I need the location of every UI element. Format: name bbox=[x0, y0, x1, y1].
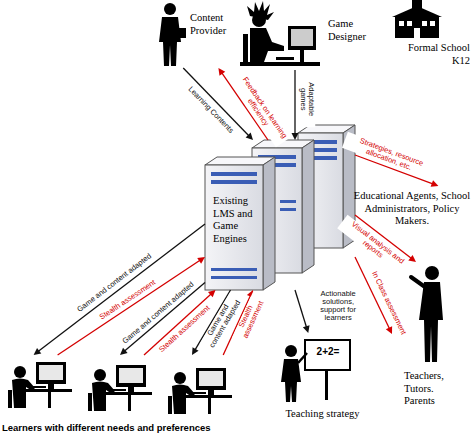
drive-bay bbox=[211, 276, 257, 279]
board-text: 2+2= bbox=[309, 346, 347, 358]
flow-line bbox=[294, 70, 295, 134]
flow-arrow bbox=[295, 290, 310, 333]
node-label: Existing LMS and Game Engines bbox=[213, 195, 263, 245]
school-building bbox=[392, 0, 442, 38]
arrowhead bbox=[303, 325, 310, 333]
drive-bay bbox=[211, 180, 257, 184]
learner-figure bbox=[8, 362, 72, 408]
server-side bbox=[302, 140, 314, 273]
node-label: Formal School K12 bbox=[400, 42, 470, 67]
node-label: Teaching strategy bbox=[275, 408, 370, 421]
stakeholder-group: Educational Agents, School Administrator… bbox=[352, 186, 472, 236]
learner-figure bbox=[88, 365, 152, 411]
pointing-arm bbox=[411, 277, 425, 287]
learners-group: Learners with different needs and prefer… bbox=[0, 355, 240, 440]
node-label: Game Designer bbox=[328, 18, 372, 43]
flow-label: Game and content adapted bbox=[120, 280, 196, 347]
school-region: Formal School K12 bbox=[372, 2, 472, 70]
flow-arrow bbox=[292, 70, 299, 140]
monitor-stand bbox=[300, 50, 304, 62]
node-label: Content Provider bbox=[190, 12, 244, 37]
walls bbox=[395, 17, 439, 38]
drive-bay bbox=[280, 208, 296, 211]
monitor bbox=[288, 26, 316, 50]
arrowhead bbox=[431, 180, 439, 187]
game-designer: Game Designer bbox=[232, 0, 372, 70]
tower bbox=[412, 0, 422, 10]
node-label: Teachers, Tutors. Parents bbox=[404, 370, 466, 408]
flow-label: Feedback on learning efficiency bbox=[232, 74, 290, 148]
head bbox=[285, 345, 297, 357]
content-provider-figure bbox=[159, 3, 186, 66]
drive-bay bbox=[280, 200, 296, 203]
arrowhead bbox=[120, 348, 128, 355]
content-provider: Content Provider bbox=[150, 0, 245, 68]
body bbox=[250, 28, 284, 62]
flow-label: Learning Contents bbox=[185, 85, 235, 136]
folder bbox=[178, 28, 186, 38]
pointer bbox=[298, 353, 307, 363]
desk bbox=[240, 62, 320, 66]
server-side bbox=[263, 157, 275, 290]
head bbox=[425, 266, 439, 280]
teacher-figure bbox=[411, 266, 443, 362]
arrowhead bbox=[208, 290, 216, 297]
body bbox=[159, 17, 181, 66]
node-label: Learners with different needs and prefer… bbox=[2, 422, 238, 433]
window bbox=[422, 21, 427, 26]
drive-bay bbox=[211, 268, 257, 271]
flow-line bbox=[295, 290, 306, 327]
arrowhead bbox=[408, 255, 416, 262]
server-face bbox=[205, 165, 263, 290]
screen bbox=[291, 29, 313, 46]
flow-line bbox=[144, 294, 211, 355]
head bbox=[252, 13, 266, 27]
teachers-group: Teachers, Tutors. Parents bbox=[392, 262, 472, 422]
keyboard bbox=[276, 57, 294, 60]
body bbox=[281, 359, 301, 402]
flow-label: Adaptable games bbox=[299, 71, 316, 127]
flow-label: Actionable solutions, support for learne… bbox=[310, 290, 366, 323]
blackboard bbox=[305, 340, 350, 370]
window bbox=[399, 21, 404, 26]
chair bbox=[243, 34, 248, 62]
drive-bay bbox=[211, 172, 257, 176]
arrowhead bbox=[246, 133, 253, 140]
arrowhead bbox=[386, 326, 392, 334]
arrowhead bbox=[192, 347, 199, 355]
arrowhead bbox=[34, 348, 42, 355]
server-stack: Existing LMS and Game Engines bbox=[205, 140, 355, 290]
arrowhead bbox=[218, 68, 225, 76]
window bbox=[407, 21, 412, 26]
game-designer-figure bbox=[240, 1, 320, 66]
server-stack bbox=[205, 125, 355, 290]
learner-figure bbox=[168, 368, 232, 414]
flow-label: In Class assessment bbox=[369, 269, 407, 337]
head bbox=[164, 3, 176, 15]
teaching-strategy-figure bbox=[281, 340, 350, 402]
arrowhead bbox=[197, 257, 205, 264]
window bbox=[430, 21, 435, 26]
flow-label: Strategies, resource allocation, etc. bbox=[342, 131, 438, 180]
node-label: Educational Agents, School Administrator… bbox=[352, 190, 472, 228]
door bbox=[414, 28, 420, 38]
body bbox=[419, 282, 443, 362]
board-stand bbox=[325, 370, 328, 400]
arrowhead bbox=[292, 133, 299, 140]
